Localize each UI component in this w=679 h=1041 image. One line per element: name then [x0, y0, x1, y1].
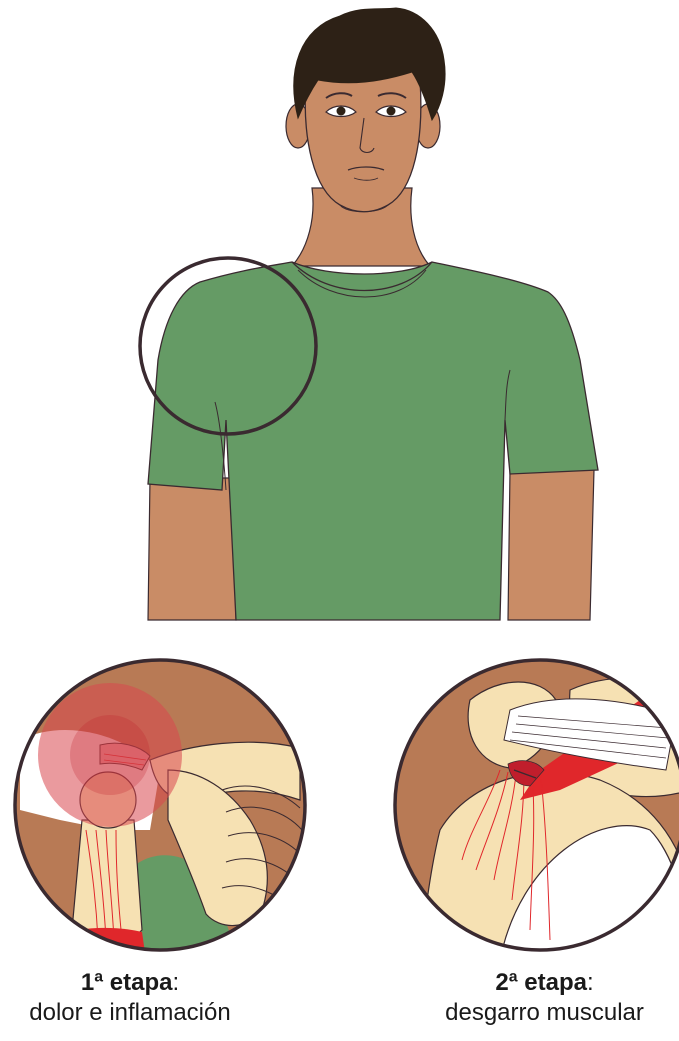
stage-1-ordinal: 1ª: [81, 969, 103, 996]
stage-1-punct: :: [172, 969, 179, 996]
left-arm: [148, 478, 236, 620]
right-arm: [508, 470, 594, 620]
shoulder-inflammation-detail: [10, 655, 310, 960]
person-figure: [148, 8, 598, 620]
stage-1-caption: 1ª etapa: dolor e inflamación: [0, 968, 260, 1028]
shoulder-tear-detail: [390, 655, 679, 960]
stage-2-name: etapa: [524, 969, 587, 996]
stage-1-name: etapa: [110, 969, 173, 996]
stage-2-caption: 2ª etapa: desgarro muscular: [410, 968, 679, 1028]
stage-2-punct: :: [587, 969, 594, 996]
stage-2-ordinal: 2ª: [495, 969, 517, 996]
stage-1-title: 1ª etapa:: [0, 968, 260, 998]
stage-1-description: dolor e inflamación: [0, 998, 260, 1028]
stage-2-title: 2ª etapa:: [410, 968, 679, 998]
stage-2-description: desgarro muscular: [410, 998, 679, 1028]
